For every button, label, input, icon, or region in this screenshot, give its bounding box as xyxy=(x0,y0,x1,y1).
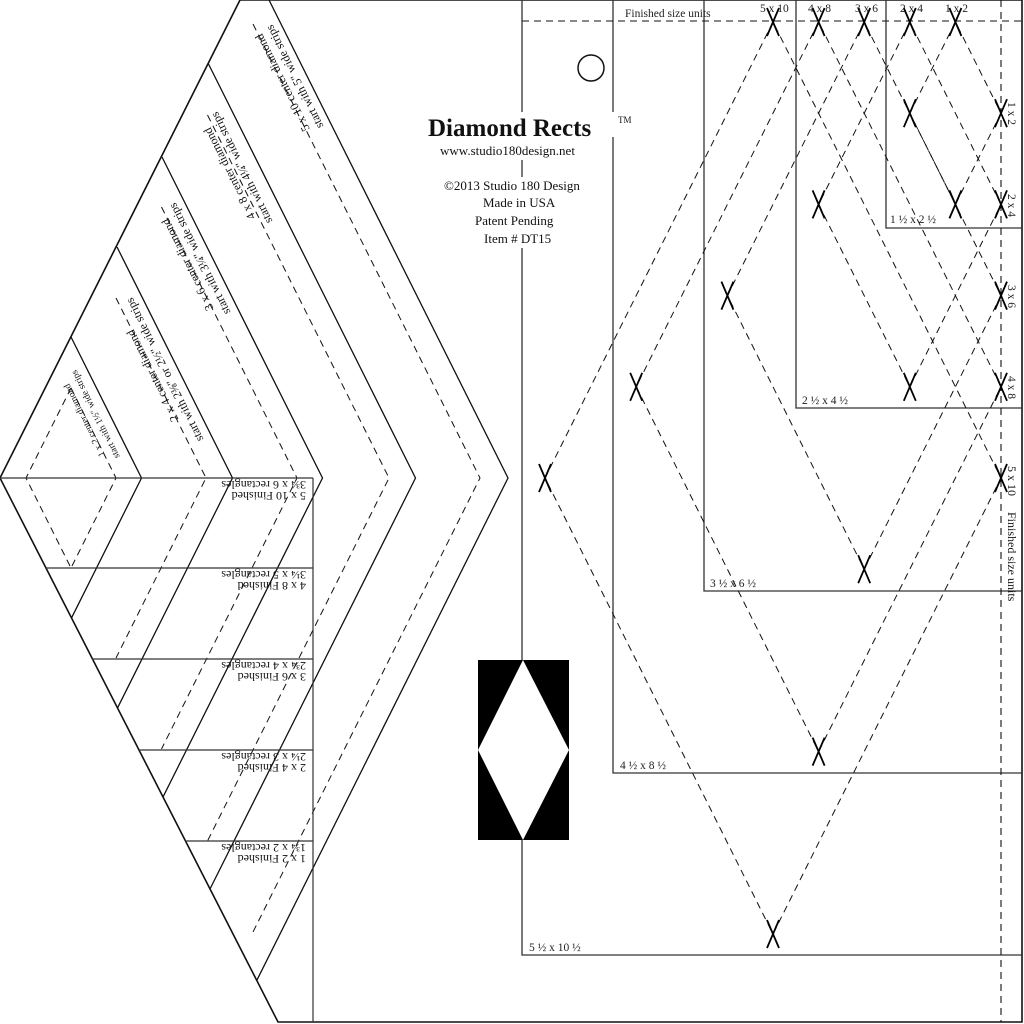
right-scale-unit: 5 x 10 xyxy=(1005,466,1019,496)
rect-size-label: 1 ½ x 2 ½ xyxy=(890,214,936,226)
solid-chevron xyxy=(207,62,417,890)
block-rectangles-label: 2¼ x 3 rectangles xyxy=(221,750,306,764)
x-mark-icon xyxy=(994,190,1008,219)
x-mark-icon xyxy=(948,190,963,219)
right-rectangles xyxy=(521,0,1022,956)
diamond-rect-logo-icon xyxy=(478,660,569,840)
right-scale-unit: 3 x 6 xyxy=(1005,285,1017,308)
alignment-x-marks xyxy=(538,7,1008,949)
dashed-diamond xyxy=(909,20,1002,206)
x-mark-icon xyxy=(994,463,1008,493)
item-number-text: Item # DT15 xyxy=(484,231,551,246)
rect-size-label: 2 ½ x 4 ½ xyxy=(802,395,848,407)
top-scale-unit: 3 x 6 xyxy=(855,3,878,15)
x-mark-icon xyxy=(948,7,963,37)
x-mark-icon xyxy=(766,7,780,37)
x-mark-icon xyxy=(902,98,917,128)
x-mark-icon xyxy=(538,463,552,493)
block-finished-label: 2 x 4 Finished xyxy=(238,761,306,775)
finished-block-grid xyxy=(0,477,314,1022)
x-mark-icon xyxy=(857,7,872,37)
x-mark-icon xyxy=(811,737,826,766)
right-dashed-diamonds xyxy=(544,20,1002,936)
block-finished-label: 3 x 6 Finished xyxy=(238,670,306,684)
copyright-text: ©2013 Studio 180 Design xyxy=(444,178,580,193)
x-mark-icon xyxy=(720,281,735,310)
right-scale-unit: 4 x 8 xyxy=(1005,376,1017,399)
finished-block-labels: 3¾ x 6 rectangles 5 x 10 Finished 3¼ x 5… xyxy=(221,478,306,866)
x-mark-icon xyxy=(994,281,1008,310)
trademark-symbol: TM xyxy=(618,115,632,125)
made-in-text: Made in USA xyxy=(483,195,556,210)
product-title: Diamond Rects xyxy=(428,115,591,142)
block-rectangles-label: 2¾ x 4 rectangles xyxy=(221,659,306,673)
block-rectangles-label: 3¾ x 6 rectangles xyxy=(221,478,306,492)
patent-text: Patent Pending xyxy=(475,213,554,228)
website-text: www.studio180design.net xyxy=(440,143,575,158)
rect-outline-5x10 xyxy=(521,840,1022,956)
dashed-diamond xyxy=(544,20,1002,936)
x-mark-icon xyxy=(766,919,780,949)
right-scale-heading: Finished size units xyxy=(1005,512,1019,602)
rect-size-label: 4 ½ x 8 ½ xyxy=(620,760,666,772)
right-scale-unit: 1 x 2 xyxy=(1005,102,1017,125)
dashed-diamond xyxy=(635,20,1002,753)
rect-size-labels: 1 ½ x 2 ½ 2 ½ x 4 ½ 3 ½ x 6 ½ 4 ½ x 8 ½ … xyxy=(529,214,936,954)
x-mark-icon xyxy=(857,554,872,584)
top-scale-unit: 2 x 4 xyxy=(900,3,923,15)
solid-chevron xyxy=(161,156,324,798)
top-scale-unit: 4 x 8 xyxy=(808,3,831,15)
block-rectangles-label: 3¼ x 5 rectangles xyxy=(221,568,306,582)
rect-outline-2x4 xyxy=(795,0,1022,409)
block-finished-label: 4 x 8 Finished xyxy=(238,579,306,593)
dashed-chevron xyxy=(252,23,481,933)
dashed-chevron xyxy=(207,114,390,842)
product-info: Diamond Rects TM www.studio180design.net… xyxy=(428,115,632,246)
rect-outline-3x6 xyxy=(703,0,1022,592)
x-mark-icon xyxy=(811,190,826,219)
solid-chevron xyxy=(255,0,509,982)
top-scale-heading: Finished size units xyxy=(625,8,711,20)
x-mark-icon xyxy=(811,7,826,37)
right-scale-unit: 2 x 4 xyxy=(1005,194,1017,217)
rect-outline-4x8 xyxy=(612,137,1022,774)
x-mark-icon xyxy=(902,372,917,402)
top-scale-labels: Finished size units 5 x 10 4 x 8 3 x 6 2… xyxy=(625,3,968,20)
block-finished-label: 1 x 2 Finished xyxy=(238,852,306,866)
right-scale-labels: 1 x 2 2 x 4 3 x 6 4 x 8 5 x 10 Finished … xyxy=(1005,102,1019,602)
rect-outline-1x2 xyxy=(885,0,1022,229)
hanging-hole-icon xyxy=(577,54,605,82)
x-mark-icon xyxy=(902,7,917,37)
rect-size-label: 3 ½ x 6 ½ xyxy=(710,578,756,590)
chevron-strips-label: start with 2⅜" or 2½" wide strips xyxy=(122,295,206,444)
rect-size-label: 5 ½ x 10 ½ xyxy=(529,942,581,954)
reference-dashed-lines xyxy=(522,0,1022,1022)
chevron-labels: 5 x 10 center diamond start with 5" wide… xyxy=(63,22,327,460)
block-rectangles-label: 1¾ x 2 rectangles xyxy=(221,841,306,855)
top-scale-unit: 1 x 2 xyxy=(945,3,968,15)
x-mark-icon xyxy=(994,98,1008,128)
x-mark-icon xyxy=(994,372,1008,402)
x-mark-icon xyxy=(629,372,644,402)
top-scale-unit: 5 x 10 xyxy=(760,3,789,15)
block-finished-label: 5 x 10 Finished xyxy=(232,489,306,503)
dashed-diamond xyxy=(818,20,1002,388)
